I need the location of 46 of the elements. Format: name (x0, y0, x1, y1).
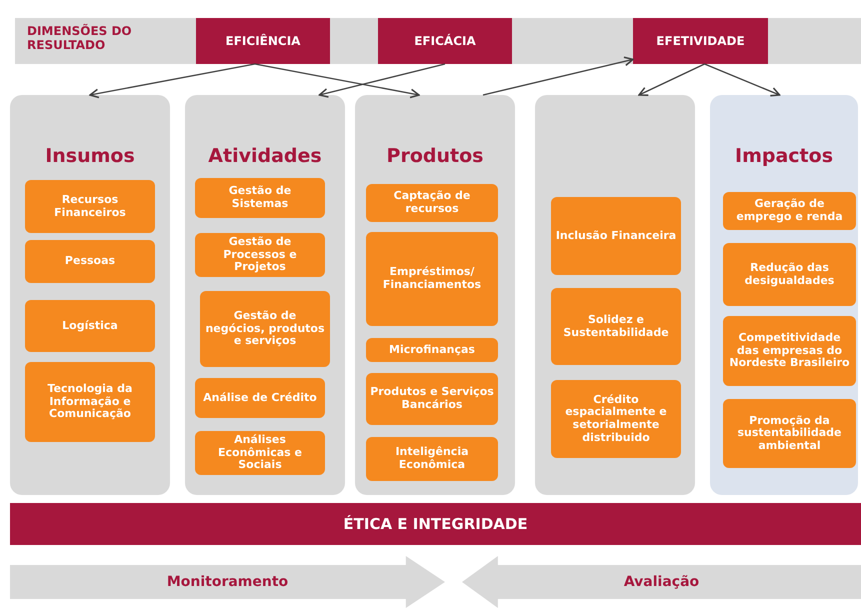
banner: ÉTICA E INTEGRIDADE (10, 503, 861, 545)
band-title: DIMENSÕES DO RESULTADO (27, 24, 133, 53)
column-title: Produtos (386, 145, 484, 167)
item-box: Inclusão Financeira (551, 197, 681, 275)
item-box: Geração de emprego e renda (723, 192, 856, 230)
column-panel (355, 95, 515, 495)
item-box: Competitividade das empresas do Nordeste Brasileiro (723, 316, 856, 386)
column-panel (10, 95, 170, 495)
label-panel (10, 556, 445, 608)
item-box: Análises Econômicas e Sociais (195, 431, 325, 475)
column-panel (710, 95, 858, 495)
header-band (15, 18, 861, 64)
item-box: Redução das desigualdades (723, 243, 856, 306)
item-box: Tecnologia da Informação e Comunicação (25, 362, 155, 442)
dimension-box: EFICÁCIA (378, 18, 512, 64)
arrow (254, 63, 420, 98)
item-box: Crédito espacialmente e setorialmente distribuido (551, 380, 681, 458)
item-box: Solidez e Sustentabilidade (551, 288, 681, 365)
item-box: Produtos e Serviços Bancários (366, 373, 498, 425)
arrow (482, 56, 634, 96)
column-title: Atividades (207, 145, 323, 167)
column-title: Insumos (44, 145, 136, 167)
item-box: Pessoas (25, 240, 155, 283)
arrow (89, 63, 256, 98)
item-box: Gestão de Sistemas (195, 178, 325, 218)
item-box: Gestão de Processos e Projetos (195, 233, 325, 277)
item-box: Inteligência Econômica (366, 437, 498, 481)
arrow (638, 63, 705, 96)
arrow (318, 63, 446, 98)
item-box: Promoção da sustentabilidade ambiental (723, 399, 856, 468)
item-box: Microfinanças (366, 338, 498, 362)
item-box: Recursos Financeiros (25, 180, 155, 233)
arrow-label: Monitoramento (166, 574, 288, 590)
item-box: Logística (25, 300, 155, 352)
label-panel (462, 556, 861, 608)
dimension-box: EFICIÊNCIA (196, 18, 330, 64)
dimension-box: EFETIVIDADE (633, 18, 768, 64)
item-box: Empréstimos/ Financiamentos (366, 232, 498, 326)
column-panel (535, 95, 695, 495)
item-box: Gestão de negócios, produtos e serviços (200, 291, 330, 367)
column-title: Impactos (734, 145, 834, 167)
item-box: Análise de Crédito (195, 378, 325, 418)
arrow-label: Avaliação (624, 574, 700, 590)
arrow (704, 63, 780, 96)
column-panel (185, 95, 345, 495)
item-box: Captação de recursos (366, 184, 498, 222)
